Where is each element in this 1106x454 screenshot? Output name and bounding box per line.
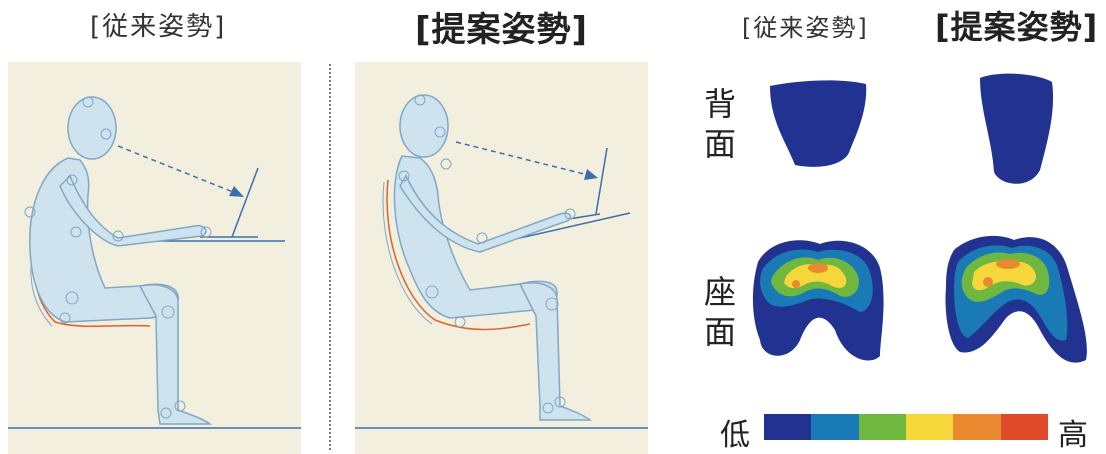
sight-line (117, 145, 239, 195)
leg (518, 282, 593, 421)
scale-color-6 (1000, 414, 1048, 440)
scale-color-3 (858, 414, 906, 440)
scale-color-4 (905, 414, 954, 440)
laptop-screen (595, 147, 608, 215)
panel-divider (329, 64, 331, 450)
seat-pressure-conventional (752, 240, 884, 361)
sight-arrow (584, 169, 598, 180)
conventional-posture-title: [従来姿勢] (90, 12, 227, 42)
head (67, 96, 117, 160)
conventional-posture-title-small: [従来姿勢] (742, 14, 869, 42)
laptop-screen (231, 167, 259, 238)
head (399, 94, 449, 158)
sight-arrow (229, 186, 244, 197)
chair-contact-line (386, 179, 531, 331)
row-label-back-char-2: 面 (703, 125, 736, 163)
proposed-posture-title-small: [提案姿勢] (935, 8, 1099, 46)
conventional-figure (8, 96, 301, 429)
chair-outline (382, 181, 433, 325)
torso (393, 155, 558, 319)
proposed-posture-title: [提案姿勢] (415, 10, 589, 50)
scale-color-1 (764, 414, 812, 440)
legend-high-label: 高 (1058, 418, 1088, 453)
back-pressure-proposed (980, 73, 1054, 184)
row-label-seat-char-2: 面 (703, 313, 736, 351)
arm (399, 174, 572, 253)
back-pressure-conventional (770, 80, 867, 167)
proposed-figure (355, 94, 648, 429)
row-label-back: 背 面 (700, 84, 740, 164)
legend-low-label: 低 (720, 418, 750, 453)
sight-line (455, 141, 593, 177)
row-label-back-char-1: 背 (703, 85, 736, 123)
scale-color-2 (811, 414, 859, 440)
pressure-color-scale (764, 414, 1048, 440)
seat-pressure-proposed (945, 235, 1087, 363)
row-label-seat: 座 面 (700, 272, 740, 352)
leg (138, 284, 213, 425)
row-label-seat-char-1: 座 (703, 273, 736, 311)
scale-color-5 (953, 414, 1001, 440)
arm (59, 174, 207, 247)
